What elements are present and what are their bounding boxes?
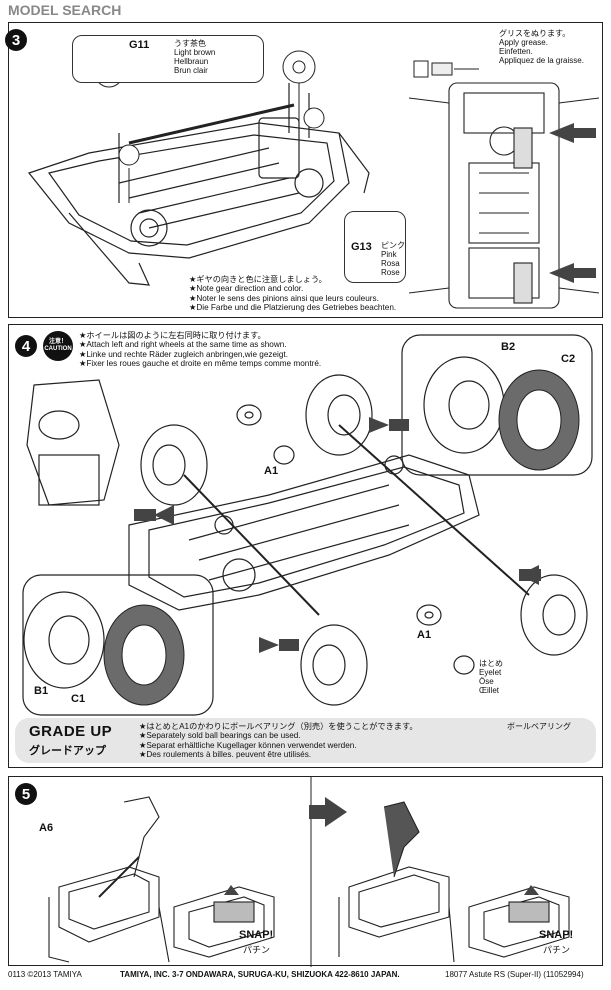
step-number-3: 3 xyxy=(5,29,27,51)
grade-up-title: GRADE UP xyxy=(29,723,113,740)
grease-jp: グリスをぬります。 xyxy=(499,29,571,38)
part-c2: C2 xyxy=(561,353,576,365)
grade-up-bar: GRADE UP グレードアップ ★はとめとA1のかわりにボールベアリング（別売… xyxy=(15,718,596,763)
g11-color-de: Hellbraun xyxy=(174,57,209,66)
part-c1: C1 xyxy=(71,693,86,705)
grade-up-title-jp: グレードアップ xyxy=(29,745,106,757)
eyelet-jp: はとめ xyxy=(479,659,503,668)
part-a1-bottom: A1 xyxy=(417,629,432,641)
part-b2: B2 xyxy=(501,341,516,353)
step-number-5: 5 xyxy=(15,783,37,805)
eyelet-en: Eyelet xyxy=(479,668,502,677)
footer-copyright: 0113 ©2013 TAMIYA xyxy=(8,970,82,979)
caution-badge: 注意！ CAUTION xyxy=(43,331,73,361)
part-b1: B1 xyxy=(34,685,49,697)
grease-de: Einfetten. xyxy=(499,47,533,56)
watermark: MODEL SEARCH xyxy=(8,2,122,18)
footer-model: 18077 Astute RS (Super-II) (11052994) xyxy=(445,970,584,979)
grade-up-notes: ★はとめとA1のかわりにボールベアリング（別売）を使うことができます。 ★Sep… xyxy=(139,722,418,760)
g13-color-de: Rosa xyxy=(381,259,400,268)
part-a1-top: A1 xyxy=(264,465,279,477)
step-4-illustration xyxy=(22,334,593,754)
snap-label-right: SNAP! xyxy=(539,929,574,941)
g13-callout xyxy=(344,211,406,283)
g11-color-fr: Brun clair xyxy=(174,66,208,75)
snap-jp-left: パチン xyxy=(243,945,271,955)
grease-fr: Appliquez de la graisse. xyxy=(499,56,584,65)
g13-color-fr: Rose xyxy=(381,268,400,277)
part-a6: A6 xyxy=(39,822,54,834)
grease-en: Apply grease. xyxy=(499,38,548,47)
part-g11: G11 xyxy=(129,39,150,51)
g11-color-jp: うす茶色 xyxy=(174,39,206,48)
step-3-panel: 3 xyxy=(5,22,603,318)
g11-callout xyxy=(72,35,264,83)
step-5-illustration xyxy=(48,777,570,967)
snap-jp-right: パチン xyxy=(543,945,571,955)
step-4-notes: ★ホイールは図のように左右同時に取り付けます。 ★Attach left and… xyxy=(79,331,322,369)
part-g13: G13 xyxy=(351,241,372,253)
snap-label-left: SNAP! xyxy=(239,929,274,941)
step-number-4: 4 xyxy=(15,335,37,357)
eyelet-fr: Œillet xyxy=(479,686,500,695)
g11-color-en: Light brown xyxy=(174,48,216,57)
footer-address: TAMIYA, INC. 3-7 ONDAWARA, SURUGA-KU, SH… xyxy=(120,970,400,979)
ball-bearing-label: ボールベアリング xyxy=(507,722,571,731)
step-3-notes: ★ギヤの向きと色に注意しましょう。 ★Note gear direction a… xyxy=(189,275,397,313)
step-4-panel: 4 注意！ CAUTION ★ホイールは図のように左右同時に取り付けます。 ★A… xyxy=(8,324,603,768)
step-5-panel: 5 A6 xyxy=(8,776,603,967)
g13-color-jp: ピンク xyxy=(381,241,405,250)
eyelet-de: Öse xyxy=(479,677,494,686)
g13-color-en: Pink xyxy=(381,250,397,259)
